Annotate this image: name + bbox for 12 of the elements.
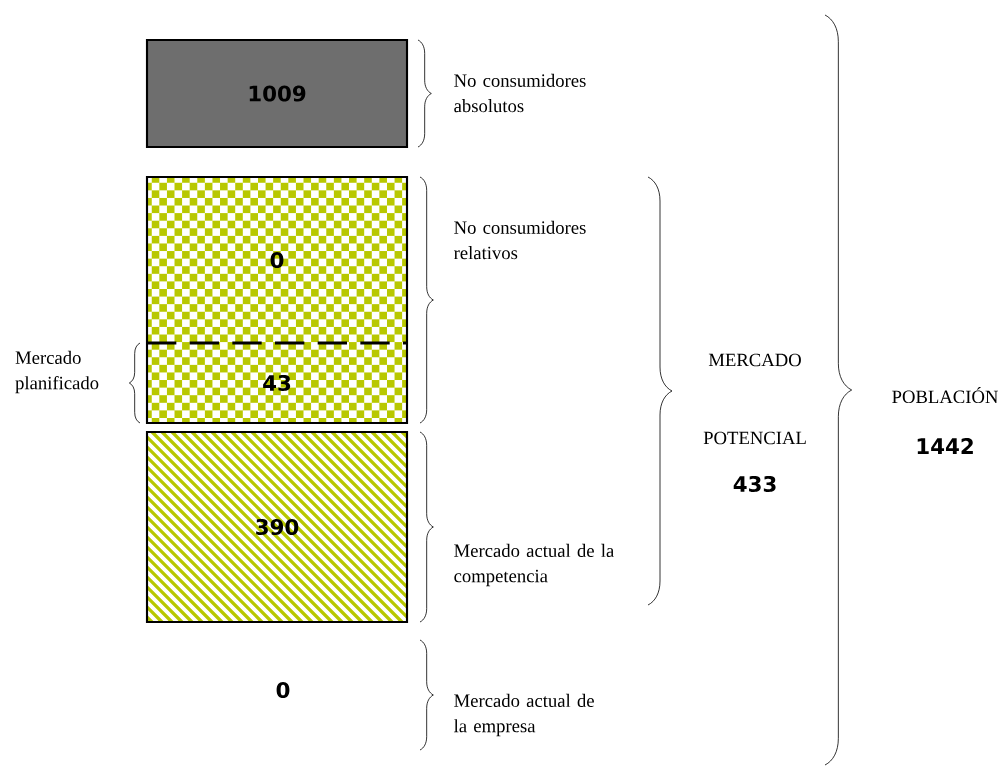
bracket-label: MERCADO [708, 353, 801, 367]
bar-segment: 1009 [145, 38, 409, 149]
bracket-label: Mercado actual de la competencia [454, 543, 614, 587]
value-label: 0 [276, 681, 290, 699]
bracket-label: Mercado planificado [15, 350, 99, 394]
value-label: 1442 [917, 438, 973, 454]
bracket-label: No consumidores relativos [454, 220, 586, 260]
bracket-label: Mercado actual de la empresa [454, 693, 594, 737]
bracket-label: POTENCIAL [703, 431, 806, 445]
value-label: 433 [733, 475, 776, 493]
bracket-label: No consumidores absolutos [454, 73, 586, 113]
bracket-label: POBLACIÓN [892, 386, 998, 404]
